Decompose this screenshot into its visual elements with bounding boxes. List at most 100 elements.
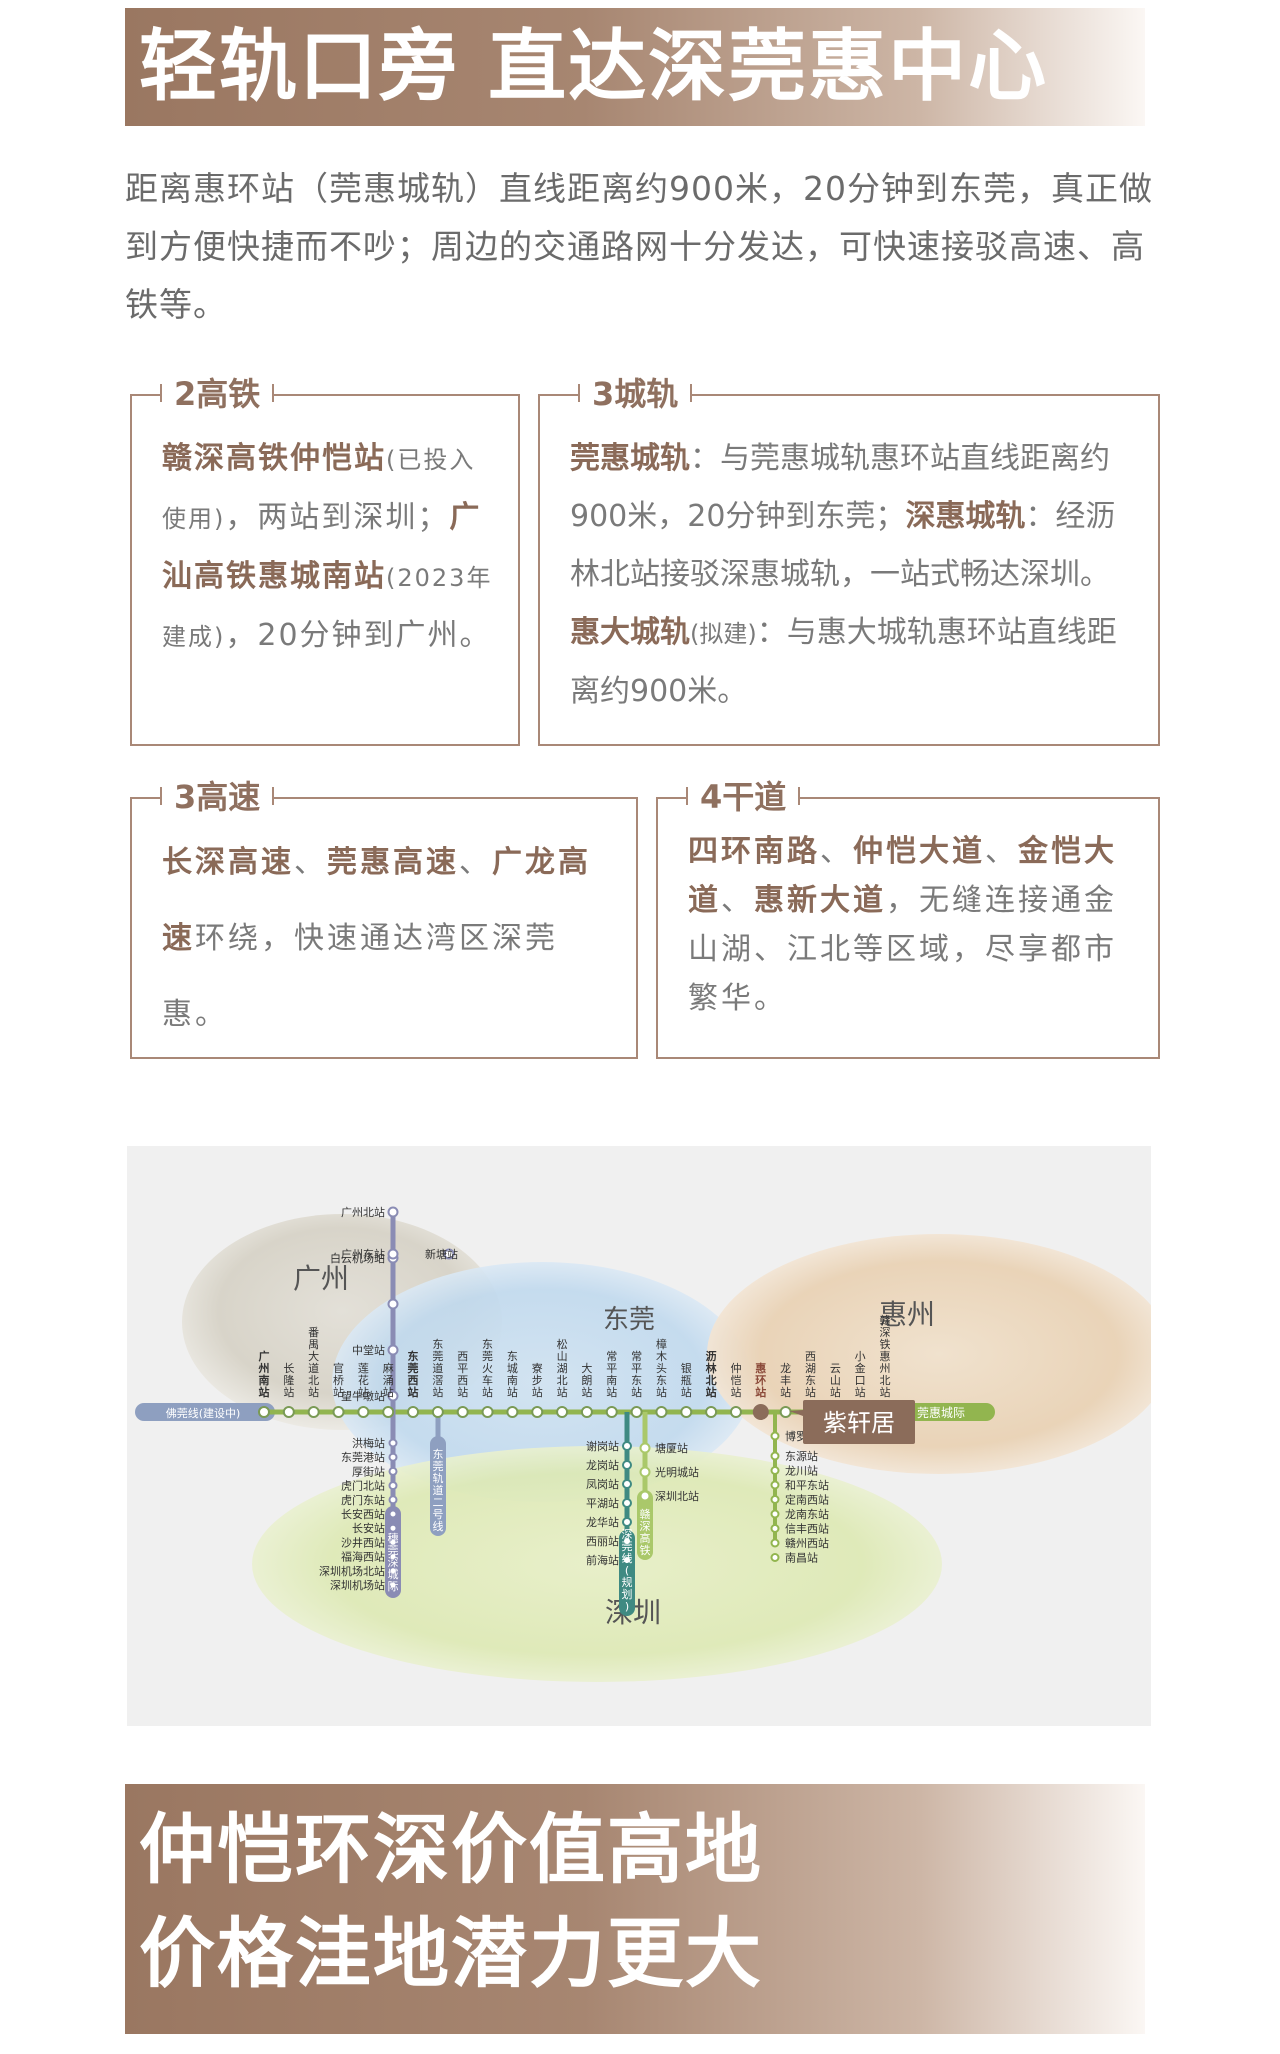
- huizhou-station-dot: [770, 1538, 780, 1548]
- shenguan-station-dot: [622, 1460, 632, 1470]
- svg-text:线: 线: [433, 1519, 444, 1533]
- main-station-label: 仲恺站: [730, 1361, 741, 1399]
- suiguan-station-dot: [388, 1552, 398, 1562]
- card-note: (2023年建成): [162, 564, 493, 651]
- svg-text:号: 号: [433, 1508, 444, 1521]
- card-span: 、: [721, 883, 754, 918]
- card-title: 2高铁: [160, 372, 275, 416]
- svg-text:站: 站: [631, 1385, 642, 1399]
- svg-text:站: 站: [308, 1385, 319, 1399]
- project-marker: 紫轩居: [789, 1400, 915, 1444]
- svg-text:站: 站: [855, 1385, 866, 1399]
- ganshen-station-dot: [639, 1490, 651, 1502]
- card-expressways: 3高速 长深高速、莞惠高速、广龙高速环绕，快速通达湾区深莞惠。: [130, 775, 638, 1059]
- svg-text:深: 深: [640, 1520, 651, 1533]
- station-dot: [531, 1406, 544, 1418]
- card-note: (拟建): [690, 620, 757, 648]
- card-span: ：与惠大城轨惠环站直线距离约900米。: [570, 615, 1117, 709]
- suiguan-station-label: 白云机场站: [330, 1251, 385, 1265]
- svg-text:东: 东: [631, 1374, 642, 1387]
- station-dot: [580, 1406, 593, 1418]
- dongguan-line2-pill: [430, 1436, 446, 1536]
- svg-text:(: (: [625, 1564, 629, 1577]
- svg-text:站: 站: [880, 1385, 891, 1399]
- suiguan-station-label: 深圳机场北站: [319, 1564, 385, 1578]
- svg-text:惠: 惠: [755, 1361, 766, 1375]
- huizhou-station-label: 东源站: [785, 1449, 818, 1463]
- svg-text:步: 步: [532, 1374, 543, 1387]
- huizhou-station-dot: [770, 1451, 780, 1461]
- card-span: 、: [294, 845, 327, 880]
- svg-text:莞: 莞: [622, 1540, 633, 1553]
- svg-text:南: 南: [259, 1373, 270, 1387]
- svg-text:南: 南: [606, 1374, 617, 1387]
- suiguan-station-dot: [388, 1452, 398, 1462]
- region-shenzhen: [252, 1446, 942, 1682]
- svg-text:线: 线: [622, 1551, 633, 1565]
- project-name: 紫轩居: [823, 1409, 895, 1437]
- huizhou-station-dot: [770, 1466, 780, 1475]
- header-title: 轻轨口旁 直达深莞惠中心: [139, 21, 1049, 112]
- station-dot: [680, 1406, 693, 1418]
- svg-text:禺: 禺: [308, 1338, 319, 1351]
- main-station-label: 长隆站: [283, 1362, 294, 1399]
- svg-text:环: 环: [755, 1374, 766, 1387]
- svg-text:城: 城: [507, 1362, 518, 1375]
- svg-text:大: 大: [581, 1361, 592, 1375]
- svg-text:平: 平: [631, 1362, 642, 1375]
- svg-text:莞: 莞: [407, 1361, 419, 1375]
- svg-text:北: 北: [557, 1374, 568, 1387]
- shenguan-station-dot: [622, 1555, 632, 1565]
- station-dot: [705, 1406, 718, 1418]
- intro-paragraph: 距离惠环站（莞惠城轨）直线距离约900米，20分钟到东莞，真正做到方便快捷而不吵…: [125, 169, 1153, 324]
- huizhou-station-label: 和平东站: [785, 1478, 829, 1492]
- footer-title-line1: 仲恺环深价值高地: [139, 1805, 763, 1894]
- huizhou-station-label: 定南西站: [785, 1493, 829, 1507]
- footer-banner: 仲恺环深价值高地 价格洼地潜力更大: [125, 1784, 1145, 2034]
- huizhou-station-label: 信丰西站: [785, 1522, 829, 1536]
- ganshen-label: 赣深高铁: [640, 1507, 651, 1557]
- svg-text:麻: 麻: [383, 1361, 394, 1375]
- svg-text:莞: 莞: [433, 1460, 444, 1473]
- station-dot: [407, 1406, 420, 1418]
- card-title: 3高速: [160, 775, 275, 819]
- svg-text:隆: 隆: [283, 1373, 294, 1387]
- map-labels: 佛莞线(建设中)莞惠城际穗莞深城际东莞轨道二号线深莞线(规划)赣深高铁广州南站长…: [166, 1205, 965, 1613]
- suiguan-station-label: 长安西站: [341, 1507, 385, 1521]
- ganshen-station-dot: [639, 1466, 651, 1478]
- foguan-label: 佛莞线(建设中): [166, 1406, 241, 1420]
- station-dot: [382, 1406, 395, 1418]
- svg-text:站: 站: [432, 1385, 443, 1399]
- svg-text:沥: 沥: [706, 1349, 717, 1363]
- suiguan-station-label: 深圳机场站: [330, 1578, 385, 1592]
- svg-text:西: 西: [457, 1350, 468, 1363]
- card-span: ，两站到深圳；: [225, 500, 450, 535]
- svg-text:深: 深: [388, 1556, 399, 1569]
- station-dot: [456, 1406, 469, 1418]
- footer-title-line2: 价格洼地潜力更大: [139, 1909, 763, 1998]
- svg-text:): ): [625, 1600, 629, 1613]
- svg-text:西: 西: [805, 1350, 816, 1363]
- huizhou-station-dot: [770, 1495, 780, 1504]
- svg-text:站: 站: [830, 1385, 841, 1399]
- guangzhou-east-label: 广州东站: [341, 1247, 385, 1261]
- svg-text:站: 站: [383, 1385, 394, 1399]
- svg-text:寮: 寮: [532, 1361, 543, 1375]
- region-label-huizhou: 惠州: [879, 1298, 935, 1331]
- foguan-label-pill: [135, 1403, 275, 1421]
- suiguan-station-dot: [387, 1390, 399, 1402]
- card-trunk-roads: 4干道 四环南路、仲恺大道、金恺大道、惠新大道，无缝连接通金山湖、江北等区域，尽…: [656, 775, 1160, 1059]
- card-span: 、: [985, 834, 1018, 869]
- svg-text:东: 东: [432, 1338, 443, 1351]
- huizhou-station-dot: [770, 1431, 780, 1441]
- svg-text:划: 划: [622, 1588, 633, 1601]
- svg-text:站: 站: [457, 1385, 468, 1399]
